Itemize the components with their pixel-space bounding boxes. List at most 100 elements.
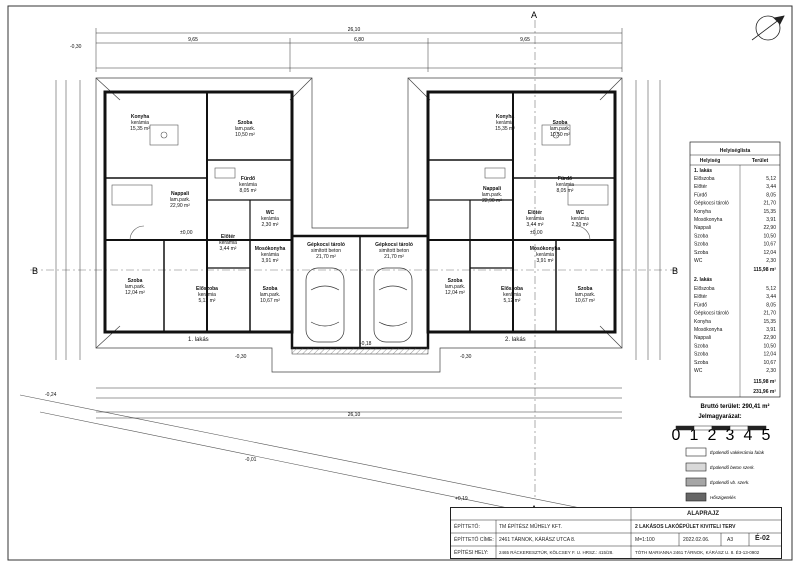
table-cell-room: Szoba	[694, 360, 708, 366]
right-room-labels: Konyha kerámia 15,35 m² Szoba lam.park. …	[445, 114, 596, 304]
table-title: Helyiséglista	[720, 148, 751, 154]
table-cell-area: 5,12	[766, 176, 776, 182]
room-name: Mosókonyha	[255, 246, 286, 252]
room-floor: simított beton	[311, 248, 341, 254]
room-floor: simított beton	[379, 248, 409, 254]
room-area: 5,12 m²	[199, 298, 216, 304]
table-cell-room: Előszoba	[694, 286, 715, 292]
legend-swatch	[685, 462, 707, 472]
top-dimension-chains	[95, 28, 623, 72]
room-name: Szoba	[578, 286, 593, 292]
scale-segment	[747, 425, 767, 431]
section-lines	[30, 20, 680, 500]
room-area: 10,67 m²	[260, 298, 280, 304]
level-mark: -0,30	[70, 44, 82, 50]
room-area: 21,70 m²	[384, 254, 404, 260]
table-cell-area: 12,04	[763, 250, 776, 256]
table-cell-room: Fürdő	[694, 192, 707, 198]
dim-overall-bottom: 26,10	[348, 412, 361, 418]
room-floor: kerámia	[556, 182, 574, 188]
room-floor: lam.park.	[445, 284, 466, 290]
table-cell-room: WC	[694, 368, 703, 374]
room-floor: kerámia	[503, 292, 521, 298]
room-area: 3,91 m²	[537, 258, 554, 264]
scale-tick-label: 3	[726, 427, 735, 444]
legend-swatch	[685, 447, 707, 457]
room-floor: lam.park.	[575, 292, 596, 298]
room-floor: kerámia	[239, 182, 257, 188]
scale-tick-label: 0	[672, 427, 681, 444]
room-area: 2,30 m²	[262, 222, 279, 228]
table-cell-area: 22,90	[763, 225, 776, 231]
table-cell-room: Gépkocsi tároló	[694, 311, 729, 317]
room-name: Fürdő	[241, 176, 255, 182]
brutto-area: Bruttó terület: 290,41 m²	[700, 403, 769, 410]
room-area: 12,04 m²	[125, 290, 145, 296]
room-floor: lam.park.	[235, 126, 256, 132]
room-area: 15,35 m²	[495, 126, 515, 132]
table-cell-area: 21,70	[763, 201, 776, 207]
tb-label-site: ÉPÍTÉSI HELY:	[454, 550, 489, 556]
table-cell-area: 15,35	[763, 209, 776, 215]
room-floor: lam.park.	[170, 197, 191, 203]
room-floor: lam.park.	[482, 192, 503, 198]
level-mark: ±0,00	[530, 230, 543, 236]
table-cell-room: Fürdő	[694, 302, 707, 308]
unit2-label: 2. lakás	[505, 337, 526, 343]
tb-scale: M=1:100	[635, 537, 655, 543]
level-mark: -0,30	[460, 354, 472, 360]
legend-item-label: Épülendő vakkerámia falak	[710, 449, 765, 455]
table-cell-room: Előtér	[694, 294, 707, 300]
room-name: Előtér	[528, 210, 542, 216]
legend-item-label: Épülendő vb. szerk.	[710, 479, 750, 485]
legend-swatch	[685, 492, 707, 502]
table-cell-room: Konyha	[694, 209, 711, 215]
room-floor: lam.park.	[125, 284, 146, 290]
roof-outline	[95, 77, 623, 373]
room-area: 5,12 m²	[504, 298, 521, 304]
room-area: 3,91 m²	[262, 258, 279, 264]
room-name: Mosókonyha	[530, 246, 561, 252]
table-cell-area: 15,35	[763, 319, 776, 325]
room-name: Gépkocsi tároló	[307, 242, 345, 248]
col-header-room: Helyiség	[700, 158, 721, 164]
garage-walls	[290, 234, 430, 355]
furniture	[111, 124, 609, 241]
room-area: 2,30 m²	[572, 222, 589, 228]
scale-tick-label: 2	[708, 427, 717, 444]
table-cell-room: Szoba	[694, 343, 708, 349]
room-floor: kerámia	[496, 120, 514, 126]
level-mark: ±0,00	[180, 230, 193, 236]
table-cell-room: Konyha	[694, 319, 711, 325]
room-floor: kerámia	[261, 252, 279, 258]
dim-garage: 6,80	[354, 37, 364, 43]
room-name: Konyha	[131, 114, 150, 120]
tb-sheet-no: É-02	[755, 535, 770, 542]
room-name: Előszoba	[196, 286, 218, 292]
room-area: 10,50 m²	[550, 132, 570, 138]
table-cell-room: Nappali	[694, 225, 711, 231]
tb-drawing-title: ALAPRAJZ	[687, 511, 720, 517]
table-cell-area: 3,91	[766, 327, 776, 333]
table-cell-area: 10,67	[763, 242, 776, 248]
tb-project: 2 LAKÁSOS LAKÓÉPÜLET KIVITELI TERV	[635, 524, 736, 530]
level-mark: -0,18	[360, 341, 372, 347]
tb-client: TM ÉPÍTÉSZ MŰHELY KFT.	[499, 524, 562, 530]
subtotal-1: 115,98 m²	[753, 267, 776, 273]
unit1-label: 1. lakás	[188, 337, 209, 343]
tb-label-client: ÉPÍTTETŐ:	[454, 524, 480, 530]
table-cell-room: Mosókonyha	[694, 327, 723, 333]
level-mark: -0,30	[235, 354, 247, 360]
room-name: Szoba	[238, 120, 253, 126]
dim-left-wing: 9,65	[188, 37, 198, 43]
room-floor: kerámia	[571, 216, 589, 222]
car-right	[373, 267, 413, 343]
room-name: Előtér	[221, 234, 235, 240]
table-cell-area: 2,30	[766, 368, 776, 374]
level-mark: +0,19	[455, 496, 468, 502]
room-area: 8,05 m²	[557, 188, 574, 194]
dim-right-wing: 9,65	[520, 37, 530, 43]
level-marks: ±0,00 ±0,00 -0,30 -0,30 -0,30 -0,18 +0,1…	[45, 44, 543, 502]
